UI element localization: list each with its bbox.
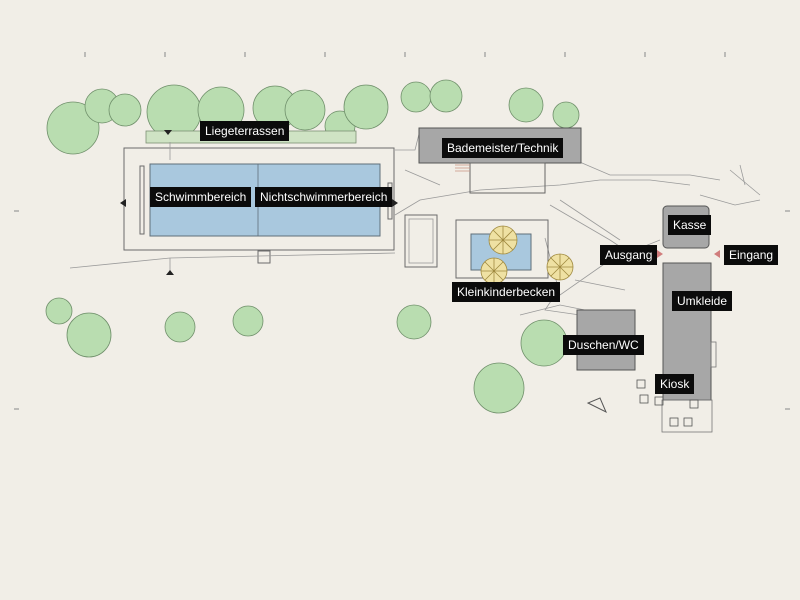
label-nichtschwimmer: Nichtschwimmerbereich [255, 187, 393, 207]
pool-marker-right [392, 199, 398, 207]
eingang-marker [714, 250, 720, 258]
building-bademeister-annex [469, 162, 546, 194]
label-kiosk: Kiosk [655, 374, 695, 394]
label-eingang: Eingang [724, 245, 779, 265]
label-umkleide: Umkleide [672, 291, 733, 311]
label-kasse: Kasse [668, 215, 712, 235]
stair-marks [455, 164, 470, 172]
pool-marker-left [120, 199, 126, 207]
label-liegeterrassen: Liegeterrassen [200, 121, 290, 141]
pool-marker-bottom [166, 270, 174, 275]
kiosk-tables [636, 379, 699, 427]
label-duschen: Duschen/WC [563, 335, 644, 355]
pool-marker-top [164, 130, 172, 135]
edge-ticks [14, 52, 790, 410]
small-basin [404, 214, 438, 268]
label-ausgang: Ausgang [600, 245, 658, 265]
umbrellas [480, 225, 574, 285]
kiosk-terrace [661, 399, 713, 433]
label-bademeister: Bademeister/Technik [442, 138, 564, 158]
small-triangle [586, 397, 607, 414]
label-kleinkinderbecken: Kleinkinderbecken [452, 282, 561, 302]
site-paths [69, 129, 761, 316]
label-schwimmbereich: Schwimmbereich [150, 187, 252, 207]
trees [45, 79, 580, 414]
ausgang-marker [657, 250, 663, 258]
